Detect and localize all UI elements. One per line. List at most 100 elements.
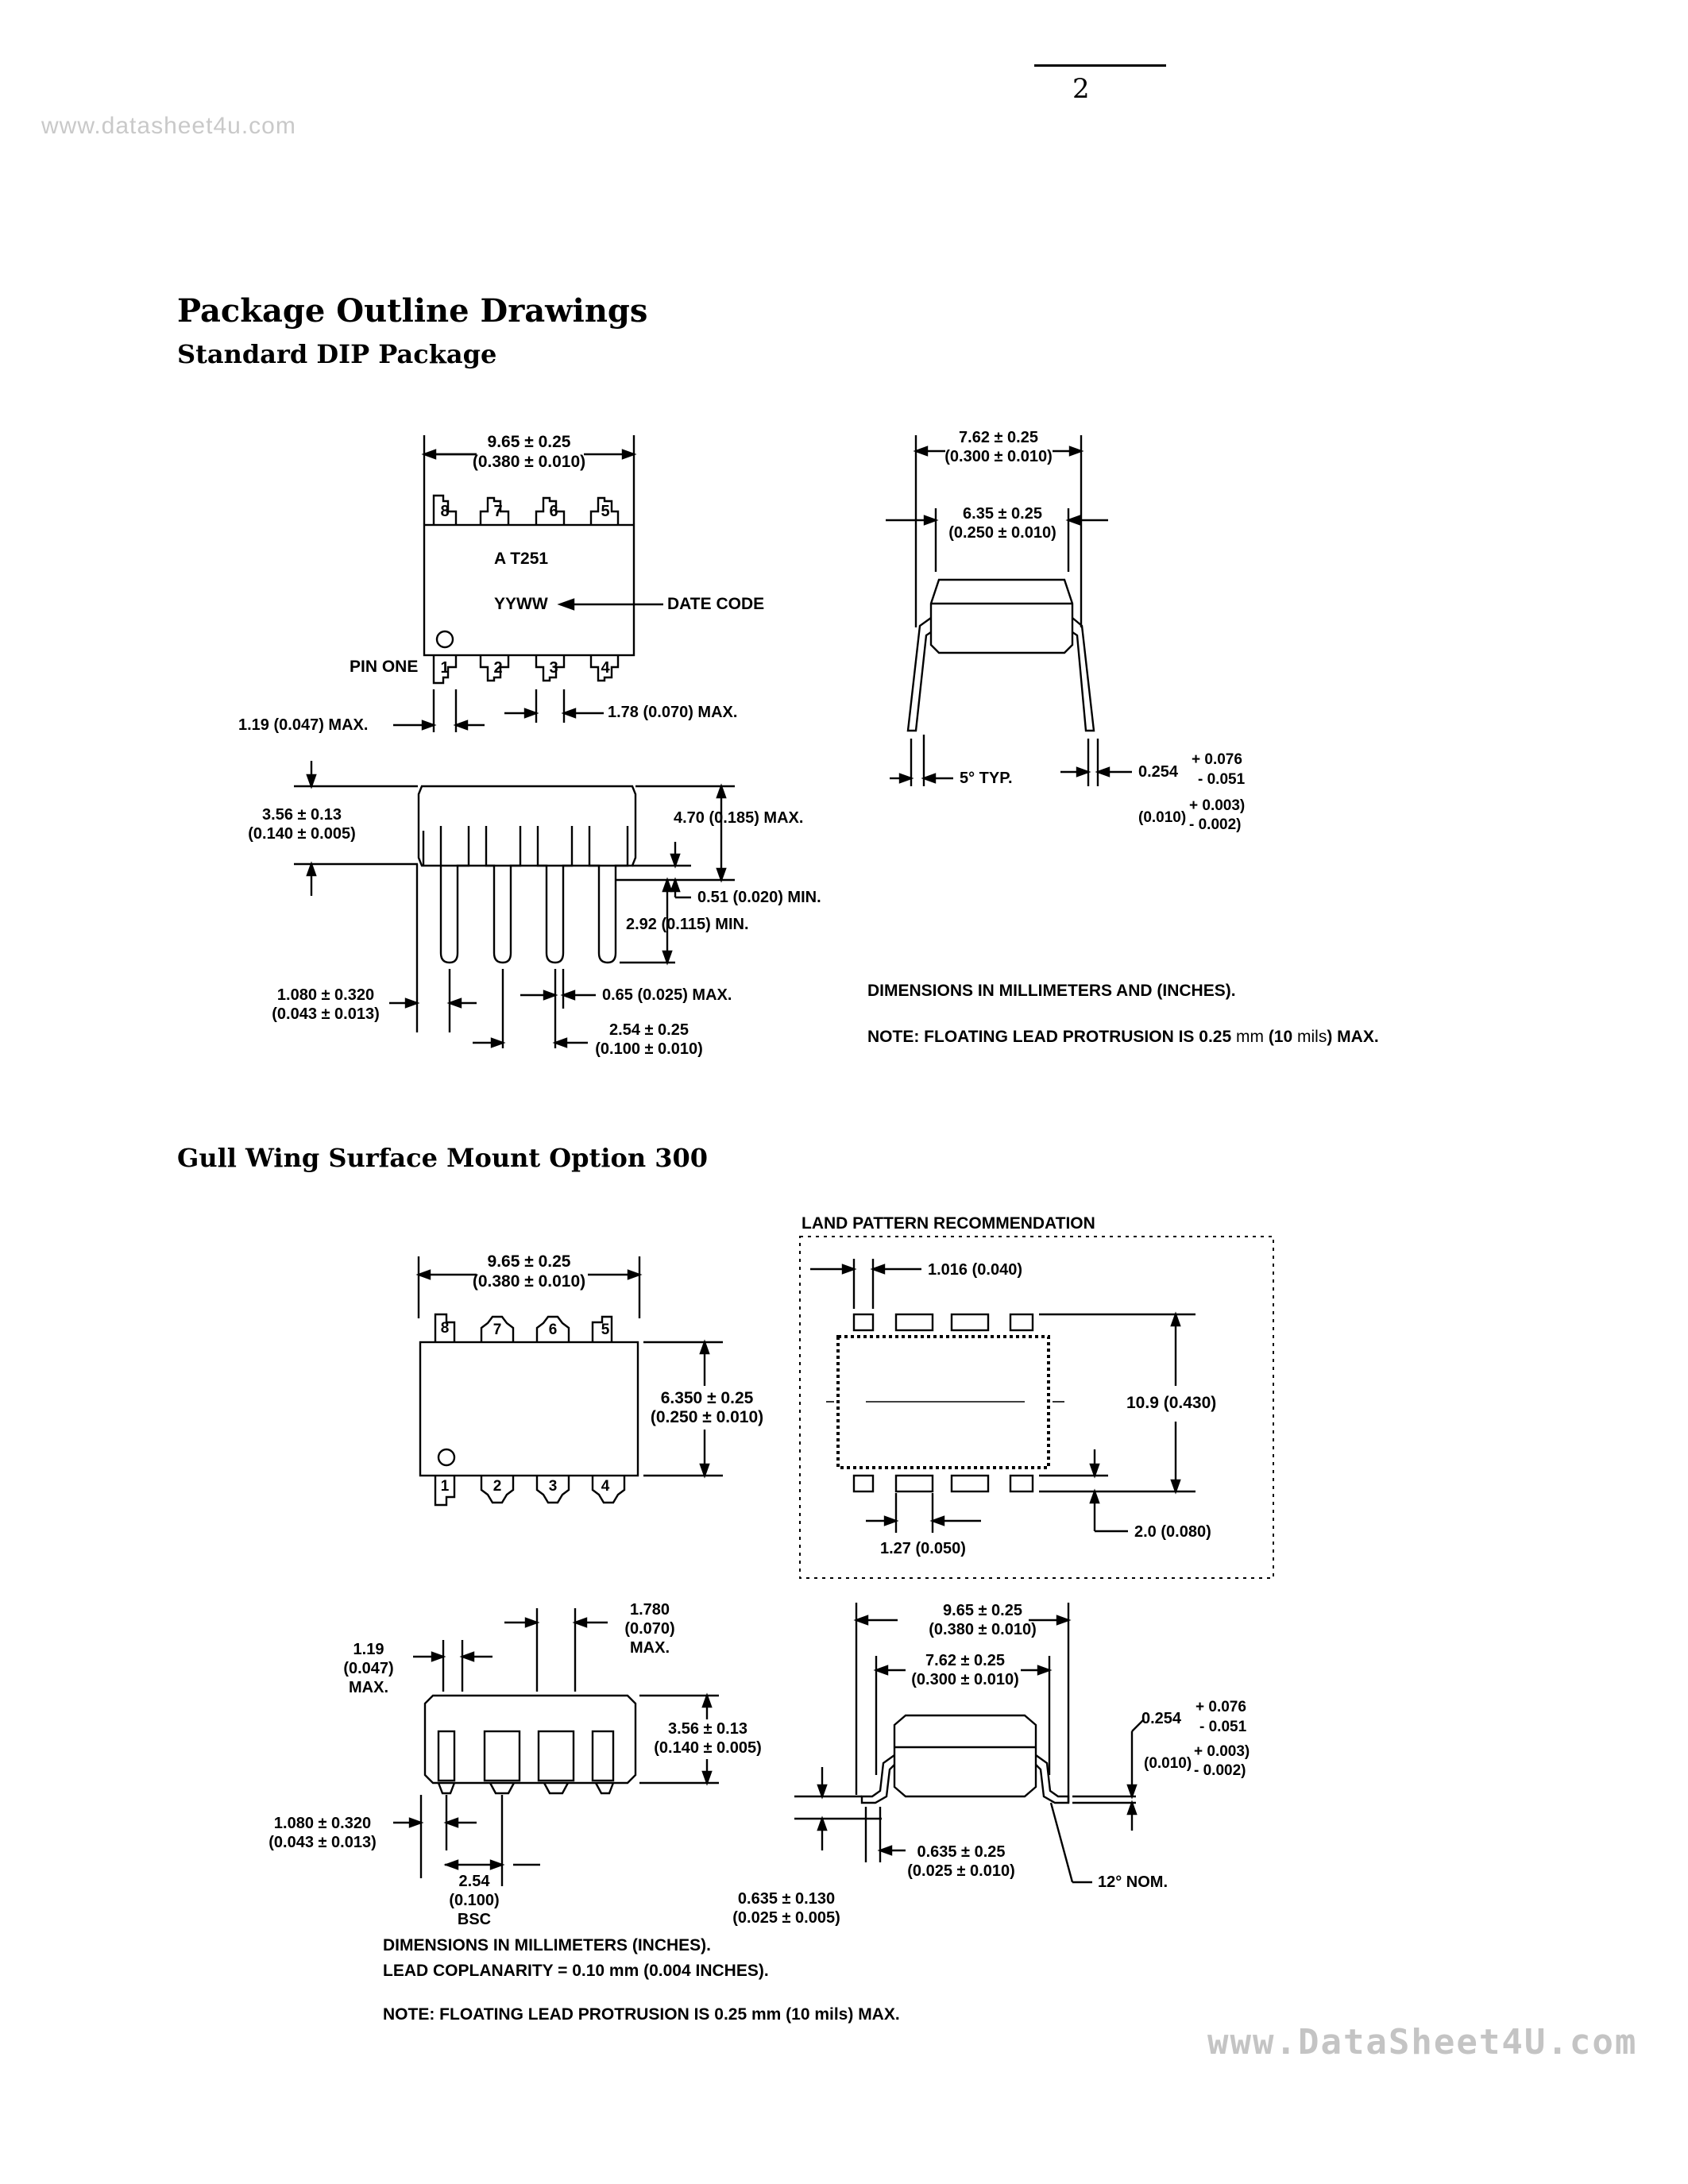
dip-lead-width: 1.19 (0.047) MAX. [238,716,368,734]
dip-lead-t-minus: - 0.051 [1198,771,1246,788]
drawing-lines [294,435,1274,1886]
land-span: 10.9 (0.430) [1126,1394,1216,1412]
gull-lead-offset: 1.080 ± 0.320 [274,1815,371,1832]
dip-width-label: 9.65 ± 0.25 [488,433,571,451]
land-pad-width: 1.016 (0.040) [928,1261,1022,1279]
dip-lead-offset-in: (0.043 ± 0.013) [272,1005,380,1023]
gull-side-width-in: (0.380 ± 0.010) [929,1621,1037,1638]
dip-marking-line2: YYWW [494,595,548,613]
gull-note-dimensions: DIMENSIONS IN MILLIMETERS (INCHES). [383,1936,711,1954]
dip-lead-thickness: 0.65 (0.025) MAX. [602,986,732,1004]
gull-foot-height: 0.635 ± 0.130 [738,1890,835,1908]
gull-pin-4: 4 [601,1478,610,1495]
dip-pin-8: 8 [440,503,449,520]
dip-pitch: 2.54 ± 0.25 [609,1021,689,1039]
gull-side-width: 9.65 ± 0.25 [943,1602,1022,1619]
dip-pin-5: 5 [601,503,609,520]
gull-lead-width-b: (0.047) [343,1660,393,1677]
gull-pin-8: 8 [441,1320,450,1337]
section-title-dip: Standard DIP Package [177,339,497,369]
gull-pin-1: 1 [441,1478,450,1495]
dip-note-dimensions: DIMENSIONS IN MILLIMETERS AND (INCHES). [867,982,1236,1000]
gull-lead-t: 0.254 [1141,1710,1182,1727]
gull-side-view [794,1603,1145,1884]
dip-body-width: 6.35 ± 0.25 [963,505,1042,523]
dip-pitch-in: (0.100 ± 0.010) [595,1040,703,1058]
gull-lead-t-in-plus: + 0.003) [1194,1743,1250,1760]
dip-body-height: 3.56 ± 0.13 [262,806,342,824]
dip-lead-offset: 1.080 ± 0.320 [277,986,374,1004]
gull-front-view [393,1608,719,1886]
gull-body-width-in: (0.250 ± 0.010) [651,1408,763,1426]
dip-pin-2: 2 [493,659,502,677]
gull-row-spacing-in: (0.300 ± 0.010) [911,1671,1019,1688]
gull-pitch-c: BSC [458,1911,491,1928]
dip-labels: 9.65 ± 0.25 (0.380 ± 0.010) 8 7 6 5 1 2 … [238,429,1379,1058]
gull-lead-angle: 12° NOM. [1098,1873,1168,1891]
dip-marking-line1: A T251 [494,550,548,568]
gull-row-spacing: 7.62 ± 0.25 [925,1652,1005,1669]
dip-lead-spacing: 1.78 (0.070) MAX. [608,704,737,721]
dip-pin-4: 4 [601,659,610,677]
gull-labels: 9.65 ± 0.25 (0.380 ± 0.010) 8 7 6 5 1 2 … [268,1214,1250,2024]
gull-pin-5: 5 [601,1322,610,1338]
gull-pin-6: 6 [549,1322,558,1338]
dip-front-view [294,761,735,1048]
gull-note-floating-lead: NOTE: FLOATING LEAD PROTRUSION IS 0.25 m… [383,2005,900,2024]
dip-lead-angle: 5° TYP. [960,770,1013,787]
gull-lead-t-in-minus: - 0.002) [1194,1762,1246,1779]
gull-body-height-in: (0.140 ± 0.005) [654,1739,762,1757]
dip-top-view [393,435,663,732]
dip-lead-t-plus: + 0.076 [1192,751,1242,768]
gull-foot: 0.635 ± 0.25 [917,1843,1005,1861]
dip-body-width-in: (0.250 ± 0.010) [948,524,1056,542]
gull-pitch-b: (0.100) [449,1892,499,1909]
dip-lead-t-in-minus: - 0.002) [1189,816,1241,833]
dip-pin-7: 7 [493,503,502,520]
gull-lead-t-minus: - 0.051 [1199,1719,1247,1735]
dip-pin-1: 1 [440,659,449,677]
land-pattern-title: LAND PATTERN RECOMMENDATION [802,1214,1095,1233]
watermark-top: www.datasheet4u.com [41,113,296,139]
gull-lead-width-c: MAX. [349,1679,388,1696]
page-number: 2 [1072,73,1090,105]
gull-lead-offset-in: (0.043 ± 0.013) [268,1834,377,1851]
dip-lead-t: 0.254 [1138,763,1179,781]
dip-width-inch-label: (0.380 ± 0.010) [473,453,585,471]
gull-pin-7: 7 [493,1322,502,1338]
gull-lead-t-in: (0.010) [1144,1755,1192,1772]
dip-pin-3: 3 [549,659,558,677]
gull-width-in: (0.380 ± 0.010) [473,1272,585,1291]
dip-side-view [886,435,1132,786]
gull-pitch-a: 2.54 [459,1873,491,1890]
dip-standoff: 0.51 (0.020) MIN. [697,889,821,906]
gull-lead-spacing-a: 1.780 [630,1601,670,1619]
land-pad-length: 2.0 (0.080) [1134,1523,1211,1541]
dip-body-height-in: (0.140 ± 0.005) [248,825,356,843]
gull-width: 9.65 ± 0.25 [488,1252,571,1271]
gull-body-width: 6.350 ± 0.25 [661,1389,754,1407]
dip-pin-6: 6 [549,503,558,520]
dip-lead-t-in-plus: + 0.003) [1189,797,1245,814]
dip-row-spacing: 7.62 ± 0.25 [959,429,1038,446]
dip-row-spacing-in: (0.300 ± 0.010) [944,448,1053,465]
gull-lead-spacing-b: (0.070) [624,1620,674,1638]
section-title-gull-wing: Gull Wing Surface Mount Option 300 [177,1143,709,1173]
gull-foot-height-in: (0.025 ± 0.005) [732,1909,840,1927]
gull-pin-3: 3 [549,1478,558,1495]
gull-lead-spacing-c: MAX. [630,1639,670,1657]
gull-body-height: 3.56 ± 0.13 [668,1720,747,1738]
gull-lead-width-a: 1.19 [353,1641,384,1658]
dip-date-code: DATE CODE [667,595,764,613]
land-pad-pitch: 1.27 (0.050) [880,1540,966,1557]
land-pattern [799,1236,1274,1579]
gull-foot-in: (0.025 ± 0.010) [907,1862,1015,1880]
page-title: Package Outline Drawings [177,292,648,330]
dip-note-floating-lead: NOTE: FLOATING LEAD PROTRUSION IS 0.25 m… [867,1028,1379,1046]
watermark-bottom: www.DataSheet4U.com [1207,2022,1638,2062]
gull-note-coplanarity: LEAD COPLANARITY = 0.10 mm (0.004 INCHES… [383,1962,769,1980]
dip-pin-one: PIN ONE [350,658,418,676]
gull-pin-2: 2 [493,1478,502,1495]
